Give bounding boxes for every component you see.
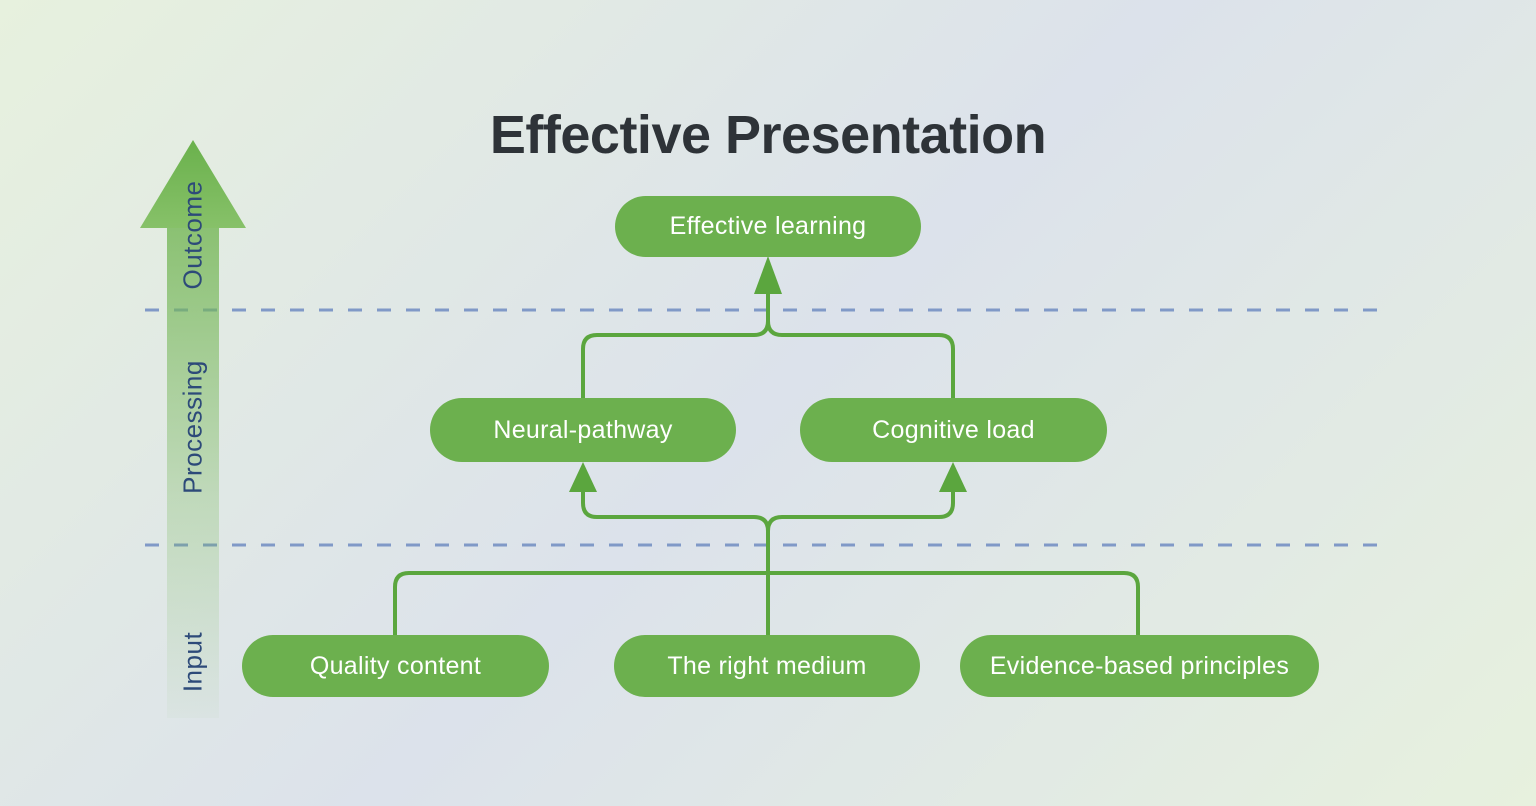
node-the-right-medium: The right medium <box>614 635 920 697</box>
page-title: Effective Presentation <box>489 105 1047 166</box>
node-effective-learning: Effective learning <box>615 196 921 257</box>
axis-label-processing: Processing <box>177 360 208 494</box>
axis-arrow-icon <box>140 140 246 718</box>
connector-input-to-processing <box>569 462 967 636</box>
node-cognitive-load: Cognitive load <box>800 398 1107 462</box>
node-quality-content: Quality content <box>242 635 549 697</box>
input-bracket <box>393 571 1140 637</box>
node-evidence-based-principles: Evidence-based principles <box>960 635 1319 697</box>
arrow-up-to-cognitive-load-icon <box>939 462 967 492</box>
arrow-up-to-neural-pathway-icon <box>569 462 597 492</box>
arrow-up-to-outcome-icon <box>754 256 782 294</box>
axis-label-input: Input <box>177 631 208 693</box>
axis-arrow-shaft <box>167 226 219 718</box>
connector-processing-to-outcome <box>581 256 955 400</box>
node-neural-pathway: Neural-pathway <box>430 398 736 462</box>
axis-arrow-head <box>140 140 246 228</box>
axis-label-outcome: Outcome <box>177 180 208 290</box>
